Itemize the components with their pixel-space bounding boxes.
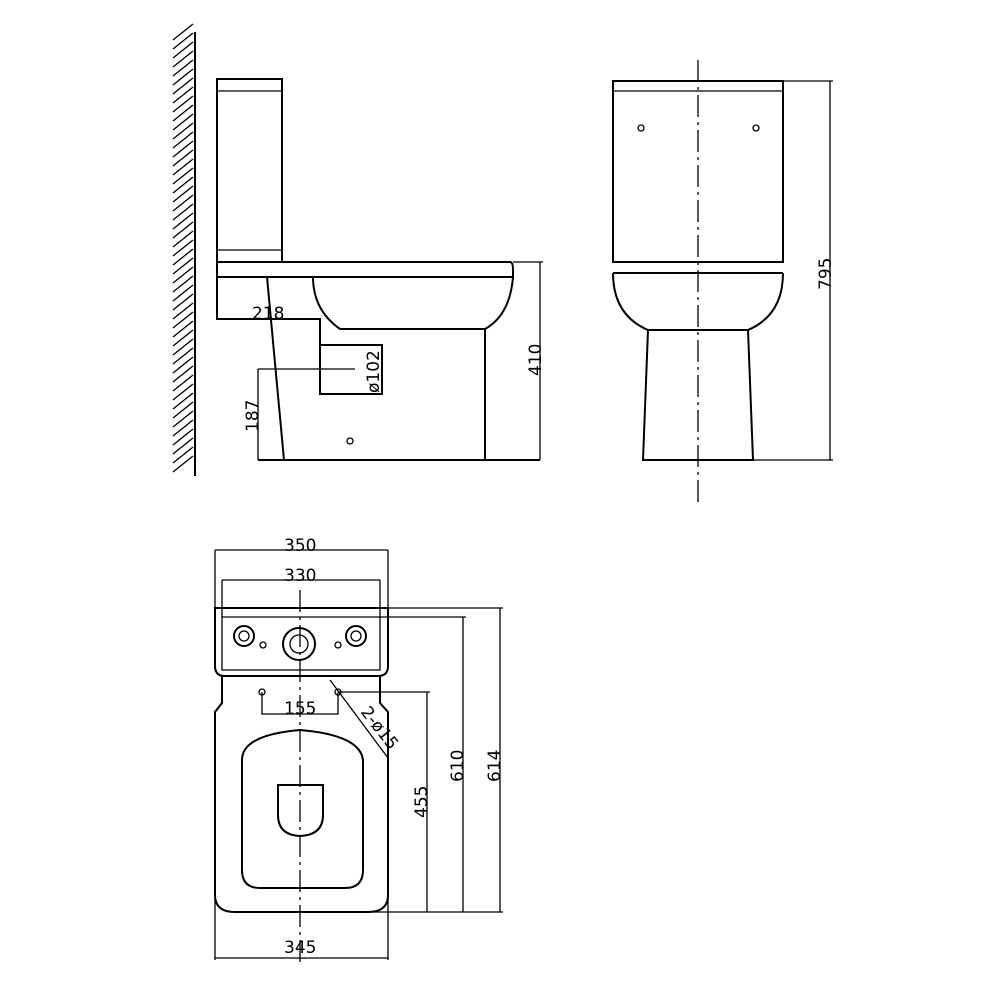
dim-218: 218 bbox=[252, 304, 284, 324]
wall-hatch-line bbox=[172, 212, 194, 230]
wall-hatch-line bbox=[172, 410, 194, 428]
dim-pipe-diameter: ø102 bbox=[364, 350, 384, 393]
wall-hatch-line bbox=[172, 104, 194, 122]
cistern-side bbox=[216, 78, 283, 263]
wall-hatch-line bbox=[172, 185, 194, 203]
bowl-side bbox=[312, 276, 514, 330]
wall-hatch-line bbox=[172, 257, 194, 275]
dim-155: 155 bbox=[284, 699, 316, 719]
wall bbox=[172, 23, 196, 476]
seat-side bbox=[216, 261, 514, 278]
dim-610: 610 bbox=[448, 750, 468, 782]
side-view: 218 ø102 410 187 bbox=[216, 78, 546, 461]
wall-hatch-line bbox=[172, 455, 194, 473]
wall-hatch-line bbox=[172, 50, 194, 68]
seat-top bbox=[241, 728, 364, 889]
wall-hatch-line bbox=[172, 275, 194, 293]
wall-hatch-line bbox=[172, 131, 194, 149]
wall-hatch-line bbox=[172, 338, 194, 356]
top-view: 350 330 155 2-ø15 455 610 614 345 bbox=[214, 536, 505, 965]
wall-hatch-line bbox=[172, 86, 194, 104]
wall-hatch-line bbox=[172, 32, 194, 50]
wall-hatch-line bbox=[172, 68, 194, 86]
dim-795: 795 bbox=[816, 258, 836, 290]
wall-hatch-line bbox=[172, 176, 194, 194]
wall-hatch-line bbox=[172, 95, 194, 113]
wall-hatch-line bbox=[172, 41, 194, 59]
wall-hatch-line bbox=[172, 311, 194, 329]
wall-hatch-line bbox=[172, 158, 194, 176]
wall-hatch-line bbox=[172, 194, 194, 212]
wall-hatch-line bbox=[172, 302, 194, 320]
wall-hatch-line bbox=[172, 266, 194, 284]
wall-hatch-line bbox=[172, 401, 194, 419]
front-view: 795 bbox=[612, 60, 836, 505]
dim-410: 410 bbox=[526, 344, 546, 376]
dim-330: 330 bbox=[284, 566, 316, 586]
wall-hatch-line bbox=[172, 446, 194, 464]
wall-hatch-line bbox=[172, 383, 194, 401]
wall-hatch-line bbox=[172, 356, 194, 374]
dim-614: 614 bbox=[485, 750, 505, 782]
wall-hatch-line bbox=[172, 77, 194, 95]
wall-hatch-line bbox=[172, 437, 194, 455]
wall-hatch-line bbox=[172, 293, 194, 311]
wall-hatch-line bbox=[172, 428, 194, 446]
wall-hatch-line bbox=[172, 419, 194, 437]
dim-455: 455 bbox=[412, 786, 432, 818]
wall-hatch-line bbox=[172, 122, 194, 140]
wall-hatch-line bbox=[172, 365, 194, 383]
dim-187: 187 bbox=[243, 400, 263, 432]
wall-hatch-line bbox=[172, 203, 194, 221]
wall-hatch-line bbox=[172, 113, 194, 131]
wall-hatch-line bbox=[172, 392, 194, 410]
dim-345: 345 bbox=[284, 938, 316, 958]
wall-hatch-line bbox=[172, 167, 194, 185]
wall-hatch-line bbox=[172, 59, 194, 77]
wall-hatch-line bbox=[172, 347, 194, 365]
wall-hatch-line bbox=[172, 248, 194, 266]
wall-hatch-line bbox=[172, 239, 194, 257]
wall-hatch-line bbox=[172, 230, 194, 248]
wall-hatch-line bbox=[172, 320, 194, 338]
wall-hatch-line bbox=[172, 221, 194, 239]
wall-hatch-line bbox=[172, 23, 194, 41]
wall-hatch-line bbox=[172, 329, 194, 347]
wall-hatch-line bbox=[172, 140, 194, 158]
wall-hatch-line bbox=[172, 374, 194, 392]
wall-hatch-line bbox=[172, 284, 194, 302]
wall-hatch-line bbox=[172, 149, 194, 167]
dim-350: 350 bbox=[284, 536, 316, 556]
